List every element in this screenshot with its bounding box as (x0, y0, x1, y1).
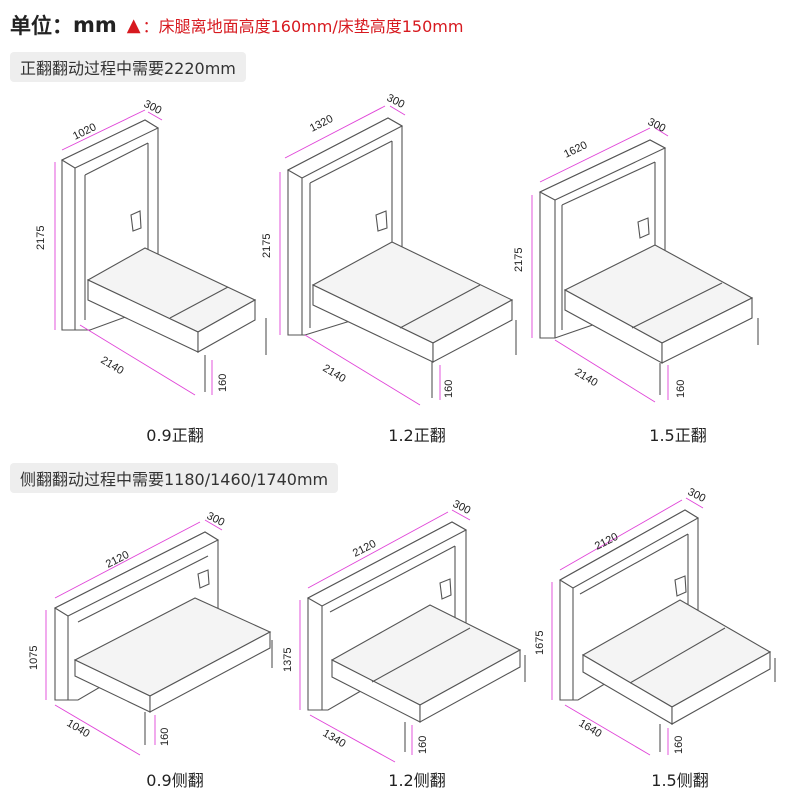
m3-height-label: 2175 (513, 248, 525, 272)
m5-width-label: 2120 (351, 538, 378, 560)
m6-leg-label: 160 (673, 736, 685, 754)
caption-side-1-2: 1.2侧翻 (388, 771, 445, 790)
m4-width-label: 2120 (104, 549, 131, 571)
front-flip-bed-0-9 (54, 109, 267, 396)
warning-text: ：床腿离地面高度160mm/床垫高度150mm (142, 17, 464, 36)
m4-length-label: 1040 (64, 717, 91, 740)
unit-value: mm (73, 13, 117, 37)
section-label-side-flip: 侧翻翻动过程中需要1180/1460/1740mm (10, 463, 339, 493)
m2-depth-label: 300 (385, 92, 407, 111)
m5-length-label: 1340 (320, 727, 347, 750)
m3-length-label: 2140 (572, 366, 599, 389)
m3-leg-label: 160 (675, 380, 687, 398)
m1-depth-label: 300 (142, 98, 164, 117)
m1-height-label: 2175 (35, 226, 47, 250)
unit-header: 单位： mm ▲ ：床腿离地面高度160mm/床垫高度150mm (10, 8, 463, 42)
m3-depth-label: 300 (646, 116, 668, 135)
m4-depth-label: 300 (205, 510, 227, 529)
m4-leg-label: 160 (159, 728, 171, 746)
m1-length-label: 2140 (98, 354, 125, 377)
m6-length-label: 1640 (576, 717, 603, 740)
caption-front-0-9: 0.9正翻 (146, 426, 203, 445)
section-label-front-flip: 正翻翻动过程中需要2220mm (10, 52, 246, 82)
m2-leg-label: 160 (443, 380, 455, 398)
caption-front-1-2: 1.2正翻 (388, 426, 445, 445)
caption-side-1-5: 1.5侧翻 (651, 771, 708, 790)
m3-width-label: 1620 (562, 139, 589, 161)
m5-height-label: 1375 (282, 648, 294, 672)
side-flip-bed-1-5 (551, 497, 776, 756)
unit-label: 单位： (10, 14, 73, 38)
side-flip-bed-1-2 (299, 509, 526, 763)
m1-leg-label: 160 (217, 374, 229, 392)
m6-depth-label: 300 (686, 486, 708, 505)
m6-height-label: 1675 (534, 631, 546, 655)
m2-width-label: 1320 (308, 113, 335, 135)
warning-triangle-icon: ▲ (126, 14, 141, 36)
m4-height-label: 1075 (28, 646, 40, 670)
front-flip-bed-1-5 (531, 127, 759, 403)
m2-length-label: 2140 (320, 362, 347, 385)
side-flip-bed-0-9 (45, 519, 273, 756)
front-flip-bed-1-2 (279, 105, 517, 406)
m5-depth-label: 300 (451, 498, 473, 517)
m5-leg-label: 160 (417, 736, 429, 754)
caption-front-1-5: 1.5正翻 (649, 426, 706, 445)
m2-height-label: 2175 (261, 234, 273, 258)
caption-side-0-9: 0.9侧翻 (146, 771, 203, 790)
